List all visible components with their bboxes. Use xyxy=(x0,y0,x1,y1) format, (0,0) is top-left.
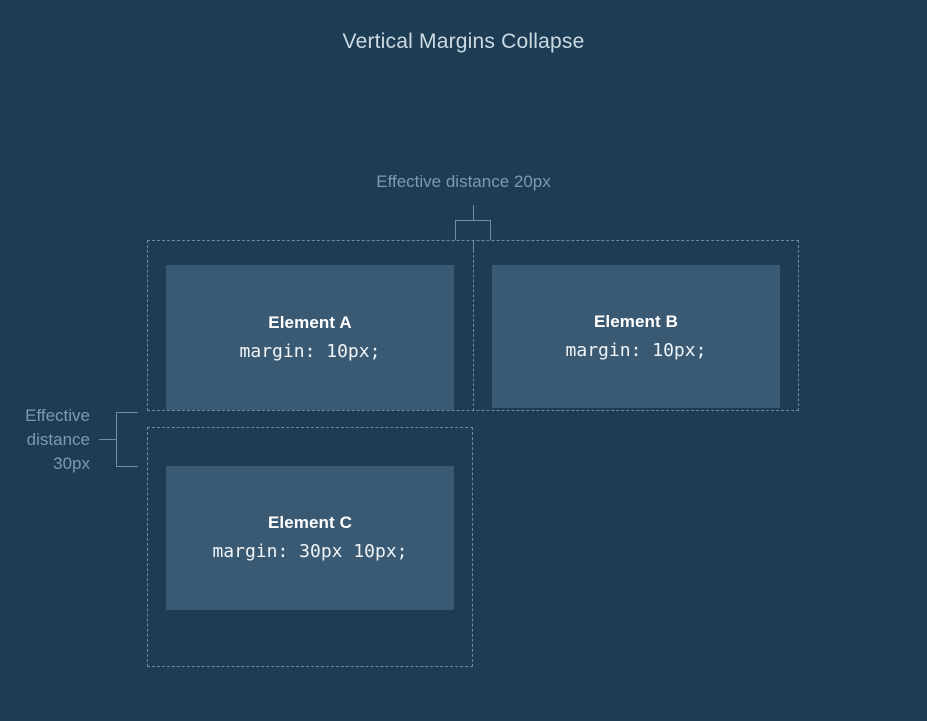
element-b-name: Element B xyxy=(593,311,679,331)
element-box-b[interactable]: Element B margin: 10px; xyxy=(492,265,780,408)
element-a-code: margin: 10px; xyxy=(239,340,381,362)
element-box-c[interactable]: Element C margin: 30px 10px; xyxy=(166,466,454,610)
container-column-divider xyxy=(473,240,474,411)
element-a-name: Element A xyxy=(268,312,352,332)
page-title: Vertical Margins Collapse xyxy=(342,30,585,53)
element-box-a[interactable]: Element A margin: 10px; xyxy=(166,265,454,410)
top-annotation-label: Effective distance 20px xyxy=(376,172,551,191)
element-b-code: margin: 10px; xyxy=(565,339,707,361)
element-c-name: Element C xyxy=(267,513,353,532)
element-c-code: margin: 30px 10px; xyxy=(212,541,408,562)
container-row-two xyxy=(147,427,473,667)
left-annotation-label: Effective distance 30px xyxy=(25,406,90,473)
